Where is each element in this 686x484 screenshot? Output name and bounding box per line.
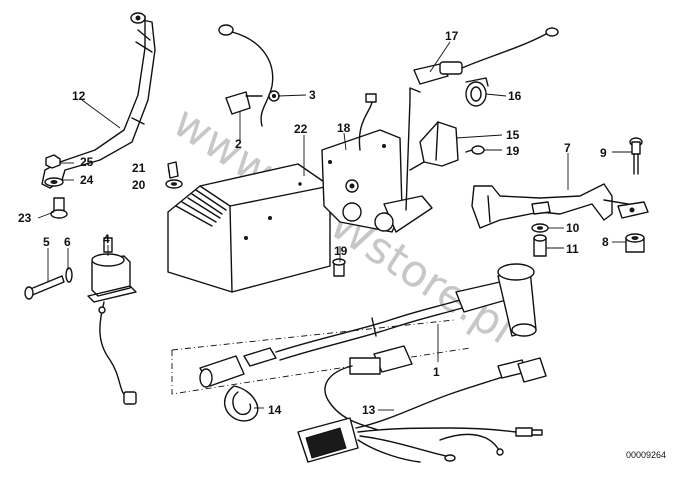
callout-1: 1	[433, 365, 440, 379]
part-13-wiring-harness	[297, 345, 547, 463]
callout-19-lower: 19	[334, 244, 348, 258]
part-8-spacer	[625, 233, 645, 253]
part-16-clamp	[465, 77, 489, 107]
part-1-ignition-cable	[199, 263, 537, 388]
part-2-sensor	[218, 24, 274, 127]
part-11-nut	[533, 234, 547, 257]
callout-6: 6	[64, 235, 71, 249]
part-20-washer	[165, 179, 183, 189]
callout-23: 23	[18, 211, 32, 225]
callout-18: 18	[337, 121, 351, 135]
callout-12: 12	[72, 89, 86, 103]
callout-20: 20	[132, 178, 146, 192]
callout-10: 10	[566, 221, 580, 235]
part-9-bolt	[629, 137, 643, 175]
part-21-bolt	[167, 161, 179, 179]
callout-17: 17	[445, 29, 459, 43]
part-12-ground-strap	[41, 12, 156, 189]
part-24-washer	[44, 177, 64, 187]
part-17-connector	[405, 27, 559, 211]
callout-15: 15	[506, 128, 520, 142]
callout-3: 3	[309, 88, 316, 102]
part-15-bracket	[409, 121, 459, 171]
callout-13: 13	[362, 403, 376, 417]
callout-5: 5	[43, 235, 50, 249]
part-7-ground-strap	[471, 183, 649, 229]
callout-11: 11	[566, 242, 579, 256]
leader-lines	[37, 41, 632, 411]
part-14-clamp	[224, 385, 259, 422]
callout-16: 16	[508, 89, 522, 103]
callout-2: 2	[235, 137, 242, 151]
callout-19-upper: 19	[506, 144, 520, 158]
callout-14: 14	[268, 403, 282, 417]
callout-9: 9	[600, 146, 607, 160]
part-23-bolt	[50, 197, 68, 219]
callout-4: 4	[103, 232, 110, 246]
part-5-screw	[24, 275, 65, 300]
part-22-control-unit	[167, 163, 331, 293]
part-4-relay	[87, 237, 137, 405]
part-3-clip	[268, 90, 280, 102]
part-18-holder	[321, 93, 433, 233]
callout-24: 24	[80, 173, 94, 187]
callout-21: 21	[132, 161, 146, 175]
callout-22: 22	[294, 122, 308, 136]
document-id: 00009264	[626, 450, 666, 460]
callouts: 12 25 24 23 5 6 4 2 3 21 20 22 18 19 17 …	[18, 29, 609, 417]
part-6-washer	[65, 267, 73, 283]
assembly-outline	[171, 319, 471, 395]
part-19-screw-lower	[332, 258, 346, 277]
callout-25: 25	[80, 155, 94, 169]
callout-7: 7	[564, 141, 571, 155]
callout-8: 8	[602, 235, 609, 249]
part-19-screw-upper	[465, 145, 485, 155]
part-10-washer	[531, 223, 549, 233]
part-25-nut	[45, 154, 61, 169]
